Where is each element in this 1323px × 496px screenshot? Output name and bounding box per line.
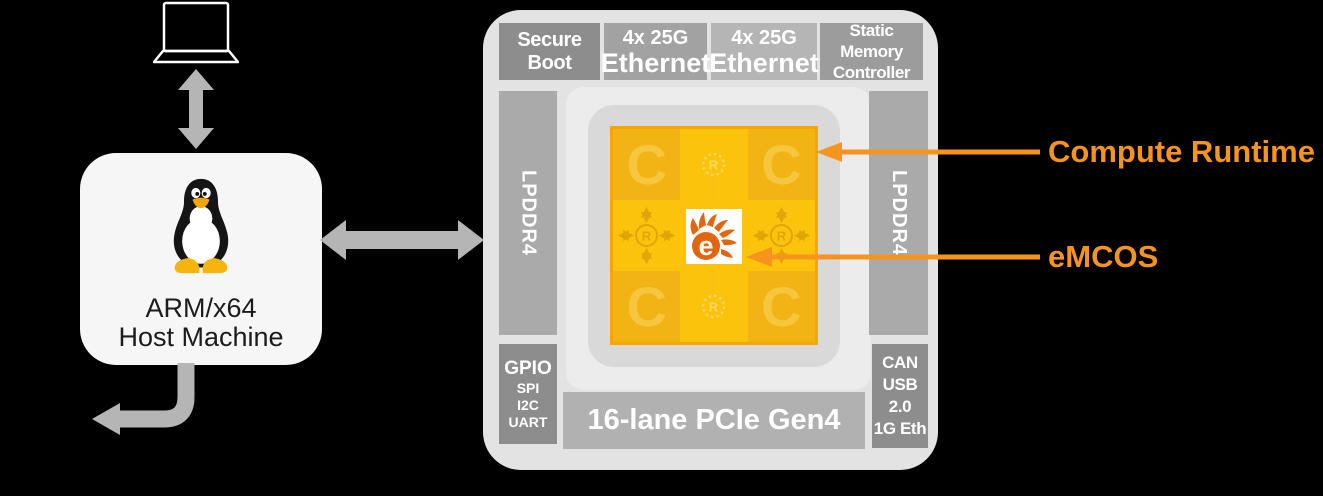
router-tile-left: R — [613, 200, 681, 271]
emcos-label: eMCOS — [1048, 239, 1159, 274]
gpio-block: GPIO SPI I2C UART — [499, 344, 557, 444]
pcie-label: 16-lane PCIe Gen4 — [587, 404, 841, 436]
ethernet-left-speed: 4x 25G — [622, 26, 689, 49]
core-tile: C — [613, 129, 681, 200]
host-machine-label-line2: Host Machine — [118, 322, 284, 352]
spi-label: SPI — [516, 379, 540, 396]
emcos-arrow-icon — [746, 247, 1040, 267]
ethernet-left-label: Ethernet — [600, 47, 711, 78]
router-r-letter: R — [709, 300, 719, 315]
uart-label: UART — [508, 413, 548, 430]
router-crossbar-icon: R — [752, 206, 811, 265]
host-output-elbow-arrow-icon — [92, 363, 195, 435]
host-soc-double-arrow-icon — [320, 220, 484, 260]
router-r-letter: R — [777, 229, 787, 244]
lpddr4-right-label: LPDDR4 — [888, 169, 910, 256]
ethernet-block-left: 4x 25G Ethernet — [601, 23, 710, 80]
compute-runtime-label: Compute Runtime — [1048, 134, 1315, 169]
core-c-letter: C — [626, 274, 667, 338]
ethernet-right-label: Ethernet — [709, 47, 819, 78]
1g-eth-label: 1G Eth — [873, 419, 927, 438]
host-machine-box: ARM/x64 Host Machine — [80, 153, 322, 365]
soc-package: Secure Boot 4x 25G Ethernet 4x 25G Ether… — [483, 10, 938, 470]
emcos-logo-tile: e — [685, 208, 742, 264]
core-tile: C — [747, 129, 815, 200]
ethernet-block-right: 4x 25G Ethernet — [709, 23, 819, 80]
router-r-letter: R — [709, 158, 719, 173]
linux-tux-icon — [173, 178, 229, 274]
lpddr4-left-label: LPDDR4 — [517, 169, 540, 256]
pcie-block: 16-lane PCIe Gen4 — [563, 392, 865, 449]
static-memory-line1: Static Memory — [840, 21, 903, 61]
secure-boot-label: Secure Boot — [517, 28, 582, 74]
gpio-label: GPIO — [504, 357, 552, 379]
emcos-e-letter: e — [698, 231, 713, 261]
core-c-letter: C — [761, 132, 802, 196]
static-memory-controller-block: Static Memory Controller — [820, 21, 923, 82]
emcos-center-tile: e — [680, 200, 748, 271]
core-tile: C — [613, 271, 681, 342]
static-memory-line2: Controller — [832, 63, 911, 82]
router-crossbar-icon: R — [617, 206, 676, 265]
host-machine-label: ARM/x64 Host Machine — [80, 294, 322, 352]
core-c-letter: C — [761, 274, 802, 338]
i2c-label: I2C — [517, 396, 539, 413]
router-tile-top: R — [680, 129, 748, 200]
core-tile: C — [747, 271, 815, 342]
host-machine-label-line1: ARM/x64 — [145, 293, 257, 323]
can-usb-eth-block: CAN USB 2.0 1G Eth — [872, 344, 928, 448]
usb-label: USB 2.0 — [882, 375, 918, 416]
router-r-letter: R — [642, 229, 652, 244]
emcos-logo-icon: e — [685, 208, 742, 264]
router-tile-bottom: R — [680, 271, 748, 342]
can-label: CAN — [882, 353, 918, 372]
lpddr4-block-right: LPDDR4 — [869, 91, 928, 335]
router-dotted-icon: R — [702, 271, 726, 319]
manycore-grid: C R C — [610, 126, 818, 345]
laptop-icon — [153, 1, 239, 64]
laptop-host-double-arrow-icon — [178, 69, 214, 149]
compute-runtime-arrow-icon — [816, 142, 1040, 162]
core-c-letter: C — [626, 132, 667, 196]
ethernet-right-speed: 4x 25G — [731, 26, 797, 49]
secure-boot-block: Secure Boot — [499, 23, 600, 80]
lpddr4-block-left: LPDDR4 — [499, 91, 557, 335]
router-dotted-icon: R — [702, 152, 726, 200]
